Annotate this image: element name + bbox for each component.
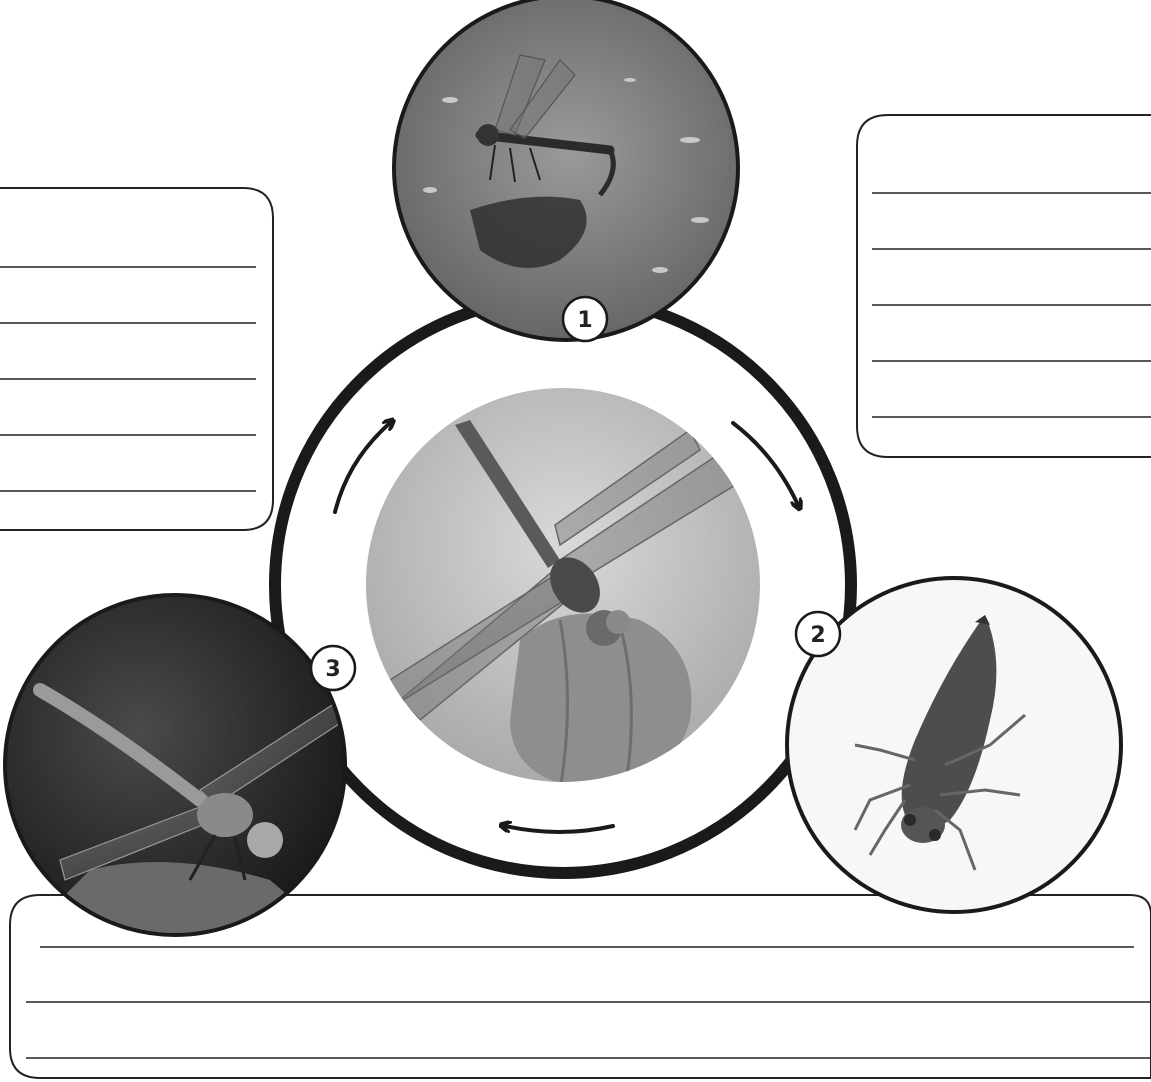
- right-writing-box[interactable]: [857, 115, 1151, 457]
- left-writing-box[interactable]: [0, 188, 273, 530]
- stage-2-badge: 2: [796, 612, 840, 656]
- stage-1-number: 1: [577, 308, 592, 333]
- stage-1-badge: 1: [563, 297, 607, 341]
- stage-2-number: 2: [810, 623, 825, 648]
- stage-1-photo: [390, 0, 750, 340]
- stage-3-badge: 3: [311, 646, 355, 690]
- stage-3-number: 3: [325, 657, 340, 682]
